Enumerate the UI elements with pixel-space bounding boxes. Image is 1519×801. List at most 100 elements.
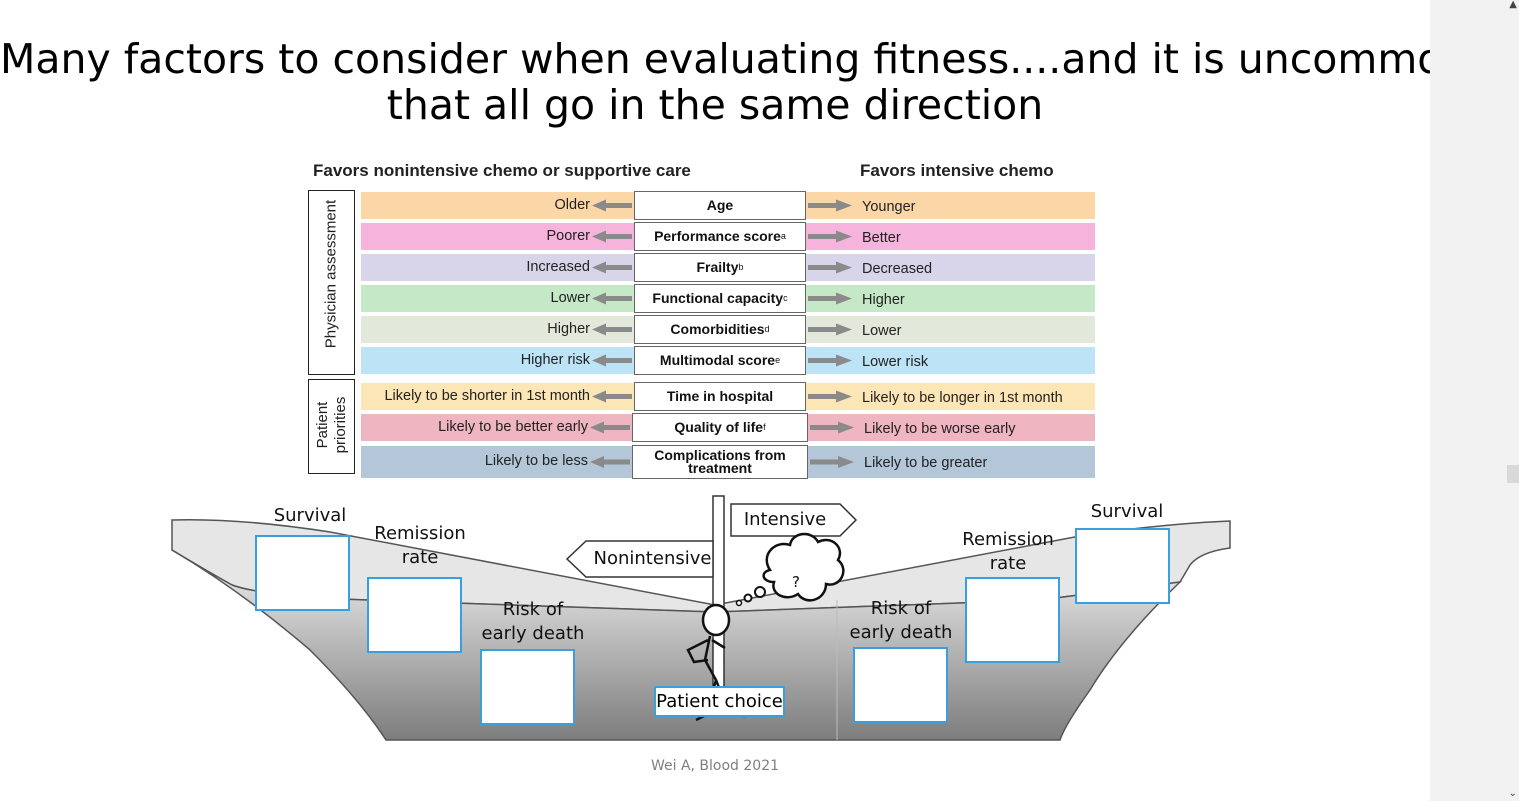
left-arrow-icon [592,354,632,367]
factor-footnote-mark: e [775,355,781,365]
physician-assessment-group: Physician assessment [308,190,355,375]
right-arrow-icon [808,261,852,274]
risk-right-label: Risk of early death [846,597,956,645]
factor-name-box: Time in hospital [634,382,806,411]
right-arrow-icon [808,390,852,403]
slide-title: Many factors to consider when evaluating… [0,35,1469,129]
remission-left-label: Remission rate [366,522,474,570]
left-arrow-icon [592,292,632,305]
factor-footnote-mark: d [764,324,770,334]
left-arrow-icon [590,421,630,434]
header-nonintensive: Favors nonintensive chemo or supportive … [313,161,691,180]
factor-right-value: Likely to be longer in 1st month [862,389,1063,406]
intensive-sign-label: Intensive [743,509,827,530]
right-arrow-icon [810,456,854,468]
factor-left-value: Older [554,196,590,213]
factor-name: Functional capacity [652,290,784,306]
remission-left-line-2: rate [401,547,439,568]
remission-right-line-1: Remission [962,529,1054,550]
scrollbar-thumb[interactable] [1507,465,1519,483]
factor-arrows [590,421,854,434]
valley-illustration [171,495,1231,741]
factor-footnote-mark: c [783,293,788,303]
right-arrow-icon [808,323,852,336]
remission-left-line-1: Remission [374,523,466,544]
right-arrow-icon [808,199,852,212]
factor-right-value: Likely to be worse early [864,420,1016,437]
survival-left-box [255,535,350,611]
factor-left-value: Likely to be less [484,453,588,469]
scroll-down-arrow-icon[interactable]: ⌄ [1508,788,1517,799]
factor-left-value: Lower [550,289,591,306]
left-arrow-icon [592,261,632,274]
factor-left-value: Likely to be shorter in 1st month [384,387,590,404]
factor-arrows [592,199,852,212]
left-arrow-icon [590,456,630,468]
factor-name-box: Age [634,191,806,220]
remission-right-label: Remission rate [954,528,1062,576]
factor-left-value: Likely to be better early [438,418,588,435]
factor-name: Time in hospital [666,388,774,404]
patient-choice-box: Patient choice [654,686,785,717]
patient-priorities-group: Patient priorities [308,379,355,474]
factor-name: Quality of life [674,419,764,435]
nonintensive-sign [565,540,714,578]
left-arrow-icon [592,323,632,336]
factor-name-box: Complications from treatment [632,445,808,479]
factor-left-value: Higher [547,320,590,337]
factor-arrows [592,354,852,367]
signpost-pole [712,495,725,707]
factor-arrows [592,292,852,305]
intensive-sign [730,503,858,537]
left-arrow-icon [592,199,632,212]
survival-right-box [1075,528,1170,604]
factor-arrows [590,456,854,468]
factor-left-value: Higher risk [520,351,590,368]
factor-name: Complications from treatment [654,447,786,476]
factor-arrows [592,390,852,403]
factor-right-value: Decreased [862,260,933,277]
factor-name: Comorbidities [670,321,765,337]
header-intensive: Favors intensive chemo [860,161,1054,180]
risk-left-label: Risk of early death [478,598,588,646]
risk-right-box [853,647,948,723]
factor-right-value: Likely to be greater [864,455,988,471]
factor-name: Frailty [696,259,739,275]
risk-left-line-1: Risk of [502,599,564,620]
nonintensive-sign-label: Nonintensive [593,548,712,569]
right-arrow-icon [808,230,852,243]
side-panel [1430,0,1519,801]
remission-right-box [965,577,1060,663]
factor-arrows [592,261,852,274]
right-arrow-icon [808,354,852,367]
risk-left-line-2: early death [481,623,585,644]
left-arrow-icon [592,230,632,243]
factor-right-value: Younger [862,198,916,215]
factor-right-value: Lower risk [862,353,929,370]
scroll-up-arrow-icon[interactable]: ▲ [1509,0,1517,10]
factor-name: Performance score [654,228,781,244]
factor-footnote-mark: f [763,422,766,432]
factor-footnote-mark: b [738,262,744,272]
remission-right-line-2: rate [989,553,1027,574]
slide-title-line-2: that all go in the same direction [386,81,1044,129]
right-arrow-icon [808,292,852,305]
thought-cloud-icon [762,532,845,602]
left-arrow-icon [592,390,632,403]
remission-left-box [367,577,462,653]
slide-title-line-1: Many factors to consider when evaluating… [0,35,1469,83]
survival-right-label: Survival [1090,501,1164,522]
factor-right-value: Better [862,229,901,246]
factor-left-value: Increased [526,258,590,275]
risk-right-line-2: early death [849,622,953,643]
factor-arrows [592,323,852,336]
factor-arrows [592,230,852,243]
factor-name: Age [706,197,734,213]
right-arrow-icon [810,421,854,434]
question-mark: ? [792,573,800,591]
